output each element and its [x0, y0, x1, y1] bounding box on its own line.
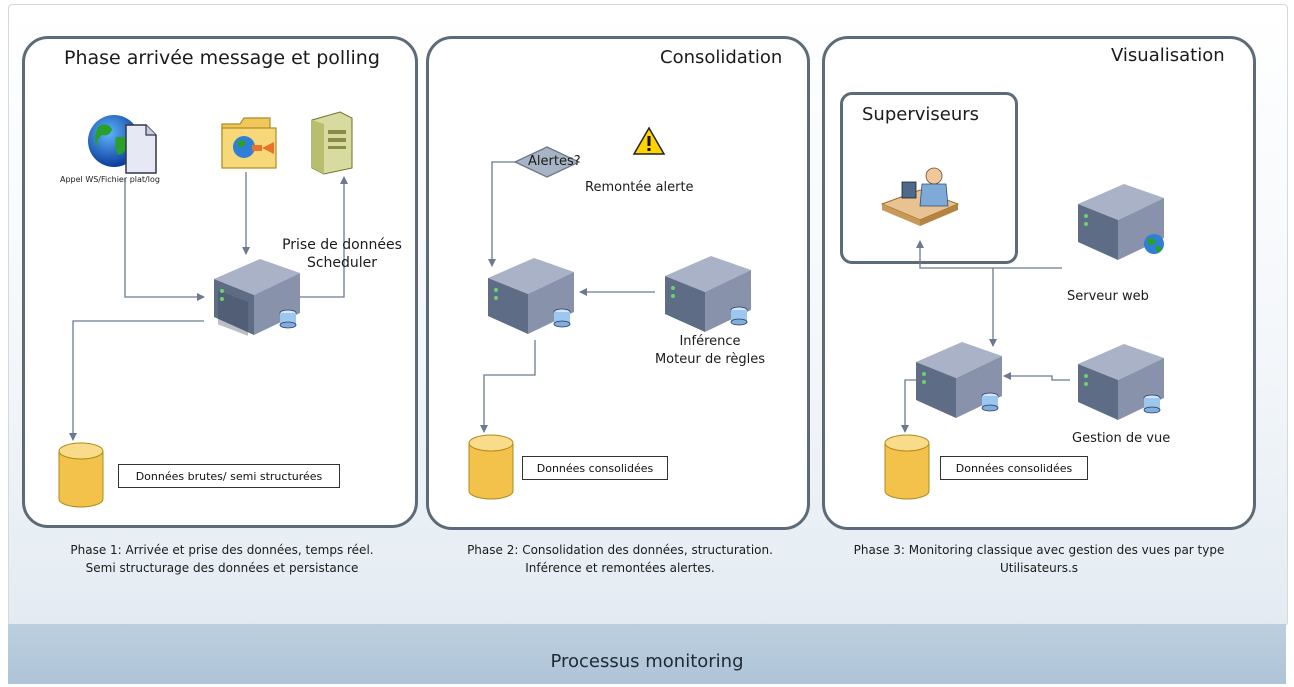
phase3-caption-line1: Phase 3: Monitoring classique avec gesti… [853, 543, 1225, 557]
webserver-label: Serveur web [1067, 289, 1149, 304]
process-title: Processus monitoring [550, 651, 744, 672]
view-database-icon [884, 434, 930, 500]
view-mgmt-label: Gestion de vue [1072, 431, 1171, 446]
scheduler-tower-icon [311, 111, 353, 175]
phase1-caption-line2: Semi structurage des données et persista… [85, 561, 359, 575]
scheduler-label-line2: Scheduler [306, 255, 378, 271]
view-server-icon [916, 342, 1002, 418]
decision-diamond [513, 146, 581, 178]
web-file-icon [88, 115, 157, 174]
supervisor-desk-icon [880, 167, 960, 226]
phase1-title: Phase arrivée message et polling [64, 47, 380, 69]
engine-label-line1: Inférence [679, 334, 741, 349]
phase1-caption-line1: Phase 1: Arrivée et prise des données, t… [70, 543, 374, 557]
engine-label: Inférence Moteur de règles [650, 333, 770, 369]
consolidated-db-label: Données consolidées [522, 456, 668, 480]
engine-label-line2: Moteur de règles [654, 352, 766, 367]
view-management-server-icon [1078, 344, 1164, 420]
web-server-icon [1078, 184, 1164, 260]
process-band [8, 624, 1286, 684]
supervisors-label: Superviseurs [862, 104, 980, 125]
phase2-caption-line1: Phase 2: Consolidation des données, stru… [467, 543, 773, 557]
phase2-title: Consolidation [660, 47, 783, 68]
raw-db-label: Données brutes/ semi structurées [118, 464, 340, 488]
ingest-server-icon [214, 259, 300, 336]
phase2-caption-line2: Inférence et remontées alertes. [525, 561, 715, 575]
alert-label: Remontée alerte [585, 180, 694, 195]
phase2-caption: Phase 2: Consolidation des données, stru… [420, 541, 820, 577]
scheduler-label: Prise de données Scheduler [272, 236, 412, 272]
warning-icon [632, 126, 666, 155]
view-db-label: Données consolidées [940, 456, 1088, 480]
phase3-caption-line2: Utilisateurs.s [999, 561, 1079, 575]
decision-label: Alertes? [528, 154, 581, 169]
rules-engine-server-icon [665, 256, 751, 332]
scheduler-label-line1: Prise de données [282, 237, 402, 253]
folder-import-icon [221, 117, 277, 169]
phase3-caption: Phase 3: Monitoring classique avec gesti… [816, 541, 1262, 577]
phase3-title: Visualisation [1111, 45, 1225, 66]
source-label: Appel WS/Fichier plat/log [60, 175, 160, 184]
phase1-caption: Phase 1: Arrivée et prise des données, t… [24, 541, 420, 577]
consolidated-database-icon [468, 434, 514, 500]
consolidation-server-icon [488, 258, 574, 334]
raw-database-icon [58, 442, 104, 508]
